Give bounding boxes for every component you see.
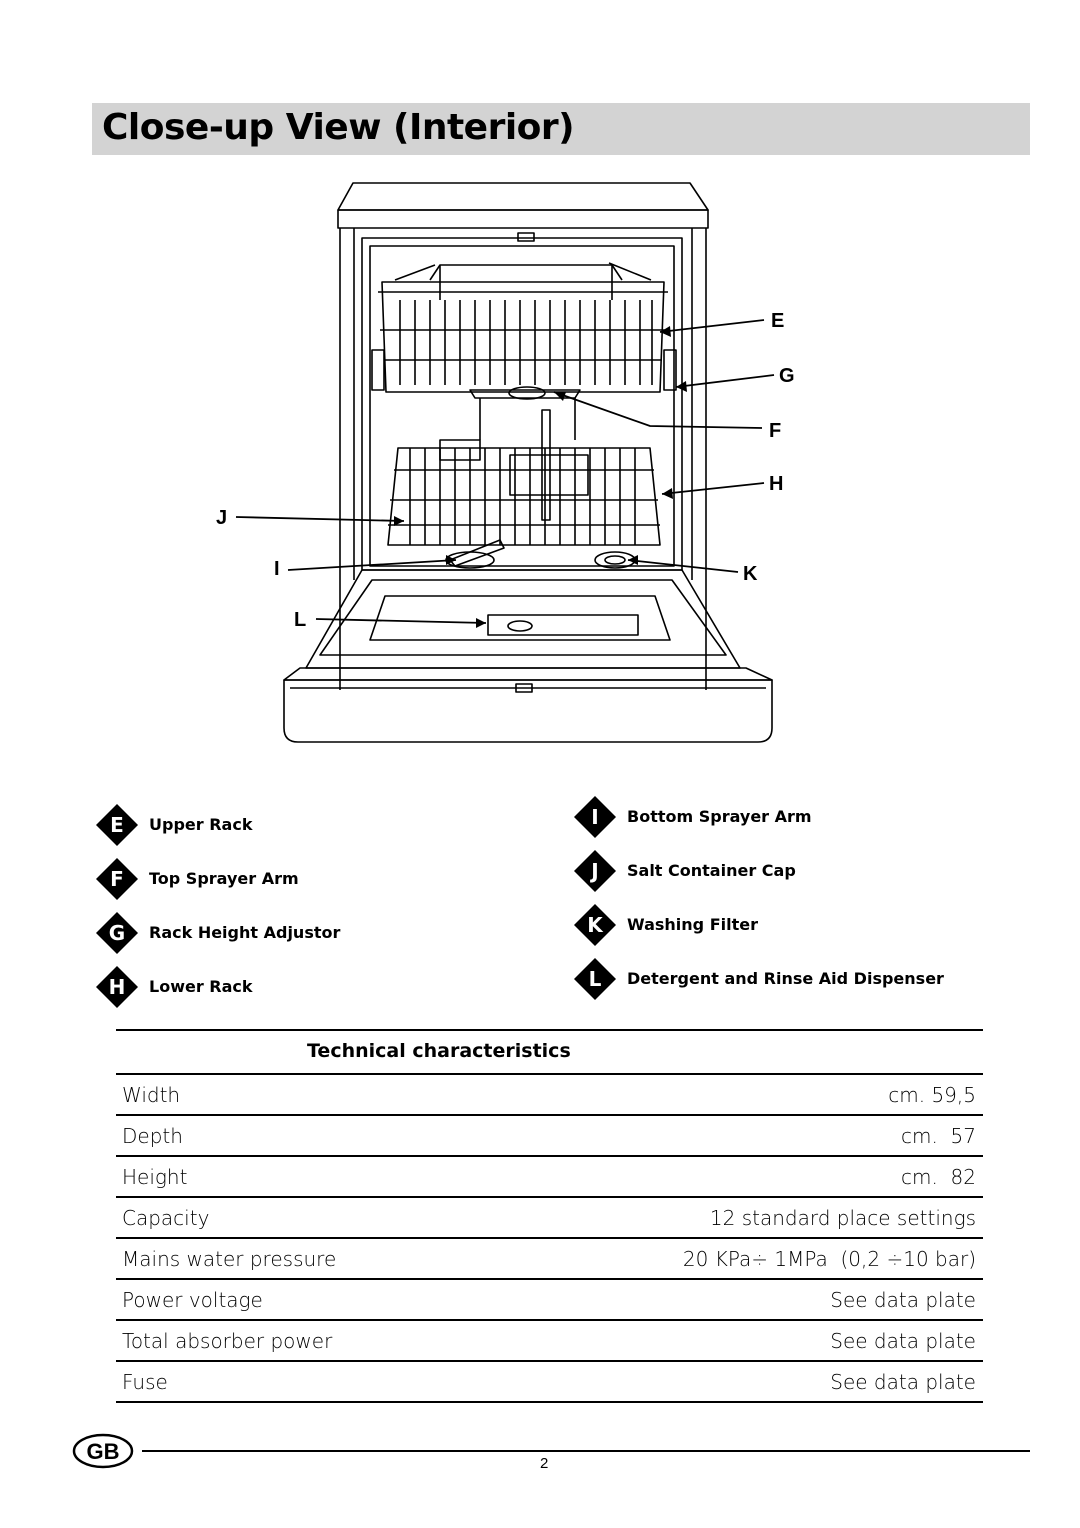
diamond-badge-icon: J bbox=[573, 849, 617, 893]
legend-label: Salt Container Cap bbox=[627, 861, 796, 880]
diamond-badge-icon: G bbox=[95, 911, 139, 955]
legend-label: Lower Rack bbox=[149, 977, 253, 996]
diamond-badge-icon: I bbox=[573, 795, 617, 839]
diamond-badge-icon: L bbox=[573, 957, 617, 1001]
row-value: cm. 82 bbox=[901, 1165, 976, 1189]
table-row: Power voltage See data plate bbox=[116, 1280, 983, 1321]
page-title: Close-up View (Interior) bbox=[102, 107, 575, 148]
callout-e: E bbox=[771, 310, 784, 332]
callout-j: J bbox=[216, 507, 227, 529]
row-label: Power voltage bbox=[122, 1288, 263, 1312]
row-value: See data plate bbox=[830, 1288, 976, 1312]
legend-label: Upper Rack bbox=[149, 815, 253, 834]
table-title: Technical characteristics bbox=[307, 1040, 571, 1062]
page-number: 2 bbox=[540, 1455, 549, 1472]
callout-l: L bbox=[294, 609, 306, 631]
callout-i: I bbox=[274, 558, 280, 580]
row-value: See data plate bbox=[830, 1329, 976, 1353]
table-row: Height cm. 82 bbox=[116, 1157, 983, 1198]
row-label: Width bbox=[122, 1083, 181, 1107]
legend-label: Bottom Sprayer Arm bbox=[627, 807, 812, 826]
row-value: cm. 57 bbox=[901, 1124, 976, 1148]
diamond-badge-icon: E bbox=[95, 803, 139, 847]
legend-label: Rack Height Adjustor bbox=[149, 923, 341, 942]
legend-label: Washing Filter bbox=[627, 915, 758, 934]
table-row: Capacity 12 standard place settings bbox=[116, 1198, 983, 1239]
row-value: 20 KPa÷ 1MPa (0,2 ÷10 bar) bbox=[682, 1247, 976, 1271]
callout-h: H bbox=[769, 473, 783, 495]
footer-divider bbox=[142, 1450, 1030, 1452]
row-value: cm. 59,5 bbox=[888, 1083, 976, 1107]
row-label: Height bbox=[122, 1165, 188, 1189]
row-label: Fuse bbox=[122, 1370, 168, 1394]
diamond-badge-icon: K bbox=[573, 903, 617, 947]
callout-k: K bbox=[743, 563, 758, 585]
row-value: 12 standard place settings bbox=[709, 1206, 976, 1230]
title-bar: Close-up View (Interior) bbox=[92, 103, 1030, 155]
callout-f: F bbox=[769, 420, 781, 442]
gb-badge-text: GB bbox=[87, 1439, 120, 1464]
table-row: Depth cm. 57 bbox=[116, 1116, 983, 1157]
legend-label: Detergent and Rinse Aid Dispenser bbox=[627, 969, 944, 988]
gb-country-badge-icon: GB bbox=[72, 1433, 134, 1469]
row-label: Capacity bbox=[122, 1206, 210, 1230]
diamond-badge-icon: F bbox=[95, 857, 139, 901]
row-label: Mains water pressure bbox=[122, 1247, 337, 1271]
row-label: Total absorber power bbox=[122, 1329, 333, 1353]
table-row: Fuse See data plate bbox=[116, 1362, 983, 1403]
dishwasher-interior-diagram: E G F H J I K L bbox=[216, 182, 795, 743]
row-label: Depth bbox=[122, 1124, 183, 1148]
table-header: Technical characteristics bbox=[116, 1029, 983, 1075]
callout-g: G bbox=[779, 365, 795, 387]
table-row: Total absorber power See data plate bbox=[116, 1321, 983, 1362]
table-row: Mains water pressure 20 KPa÷ 1MPa (0,2 ÷1… bbox=[116, 1239, 983, 1280]
table-row: Width cm. 59,5 bbox=[116, 1075, 983, 1116]
diamond-badge-icon: H bbox=[95, 965, 139, 1009]
legend-label: Top Sprayer Arm bbox=[149, 869, 299, 888]
row-value: See data plate bbox=[830, 1370, 976, 1394]
